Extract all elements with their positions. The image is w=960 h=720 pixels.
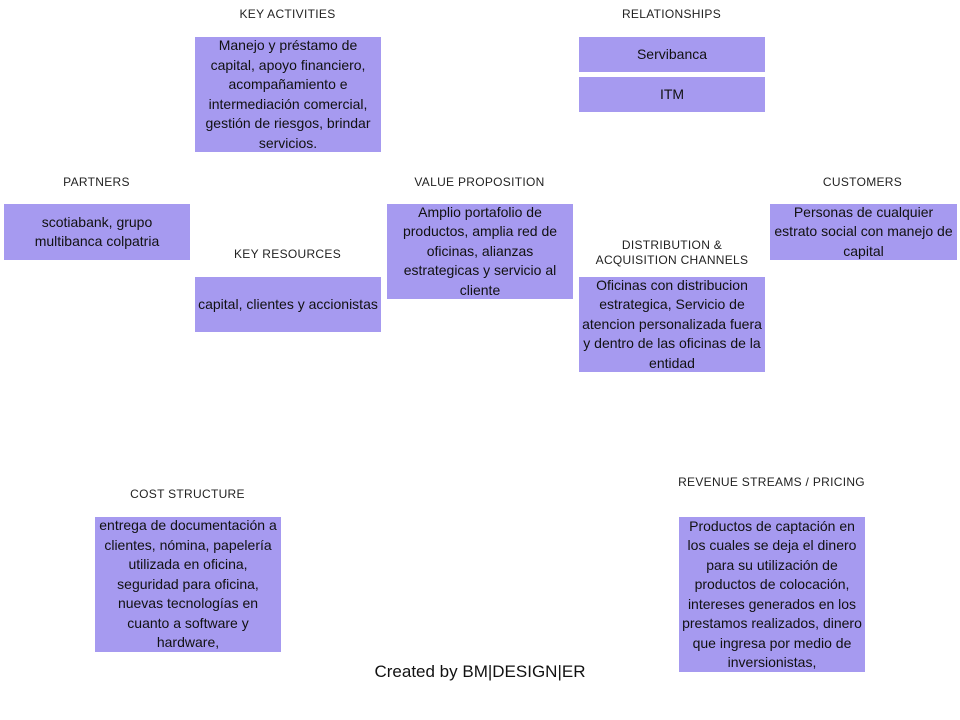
revenue-streams-box: Productos de captación en los cuales se … [679,517,865,672]
key-resources-text: capital, clientes y accionistas [198,295,378,312]
label-distribution-channels: DISTRIBUTION & ACQUISITION CHANNELS [595,238,749,267]
customers-box: Personas de cualquier estrato social con… [770,204,957,260]
value-proposition-text: Amplio portafolio de productos, amplia r… [402,203,558,298]
partners-text: scotiabank, grupo multibanca colpatria [34,213,160,250]
relationship-text-servibanca: Servibanca [636,45,708,62]
cost-structure-text: entrega de documentación a clientes, nóm… [99,517,277,651]
label-relationships: RELATIONSHIPS [621,7,722,21]
value-proposition-box: Amplio portafolio de productos, amplia r… [387,204,573,299]
partners-box: scotiabank, grupo multibanca colpatria [4,204,190,260]
label-customers: CUSTOMERS [822,175,903,189]
label-value-proposition: VALUE PROPOSITION [414,175,545,189]
distribution-channels-text: Oficinas con distribucion estrategica, S… [582,276,762,371]
relationship-box-servibanca: Servibanca [579,37,765,72]
label-cost-structure: COST STRUCTURE [130,487,245,501]
distribution-channels-box: Oficinas con distribucion estrategica, S… [579,277,765,372]
key-activities-box: Manejo y préstamo de capital, apoyo fina… [195,37,381,152]
key-activities-text: Manejo y préstamo de capital, apoyo fina… [205,37,371,151]
customers-text: Personas de cualquier estrato social con… [774,203,953,259]
relationship-text-itm: ITM [659,85,685,102]
label-key-resources: KEY RESOURCES [233,247,342,261]
relationship-box-itm: ITM [579,77,765,112]
footer-credit: Created by BM|DESIGN|ER [374,662,586,681]
cost-structure-box: entrega de documentación a clientes, nóm… [95,517,281,652]
label-revenue-streams: REVENUE STREAMS / PRICING [678,475,865,489]
key-resources-box: capital, clientes y accionistas [195,277,381,332]
label-key-activities: KEY ACTIVITIES [239,7,336,21]
label-partners: PARTNERS [63,175,130,189]
revenue-streams-text: Productos de captación en los cuales se … [682,517,862,671]
